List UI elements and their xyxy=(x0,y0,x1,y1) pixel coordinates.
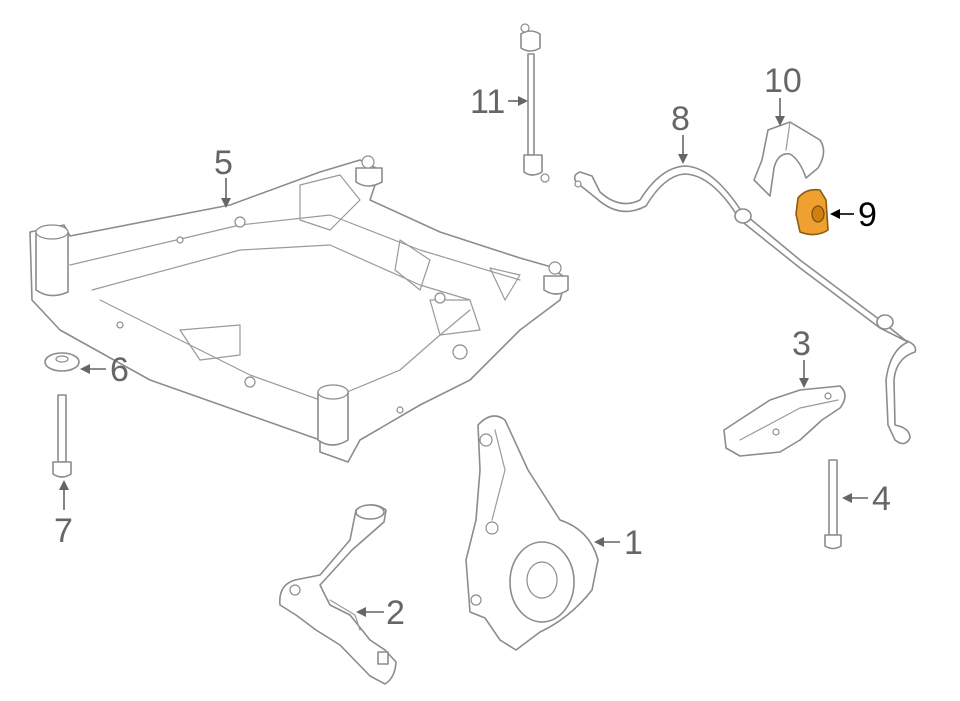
callout-leader-3 xyxy=(799,360,809,388)
callout-label-10[interactable]: 10 xyxy=(764,62,802,100)
callout-leader-4 xyxy=(842,493,868,503)
callout-leader-2 xyxy=(356,607,384,617)
subframe-part[interactable] xyxy=(29,155,569,463)
callout-label-9[interactable]: 9 xyxy=(858,196,877,234)
callout-label-5[interactable]: 5 xyxy=(214,144,233,182)
bushing-clamp-part[interactable] xyxy=(753,121,825,197)
callout-label-1[interactable]: 1 xyxy=(624,524,643,562)
long-bolt-part[interactable] xyxy=(52,394,72,478)
callout-label-11[interactable]: 11 xyxy=(470,83,505,121)
callout-leader-9 xyxy=(830,209,854,219)
callout-leader-10 xyxy=(775,98,785,126)
callout-leader-8 xyxy=(678,135,688,164)
bolt-part[interactable] xyxy=(824,459,842,550)
callout-leader-5 xyxy=(221,178,231,208)
lower-control-arm-part[interactable] xyxy=(278,504,397,685)
bushing-part[interactable] xyxy=(795,188,829,236)
callout-leader-1 xyxy=(594,537,620,547)
bracket-part[interactable] xyxy=(723,385,846,457)
callout-label-8[interactable]: 8 xyxy=(671,100,690,138)
stabilizer-link-part[interactable] xyxy=(520,23,550,183)
callout-label-2[interactable]: 2 xyxy=(386,594,405,632)
stabilizer-bar-part[interactable] xyxy=(573,165,917,445)
steering-knuckle-part[interactable] xyxy=(465,415,599,651)
callout-label-7[interactable]: 7 xyxy=(54,512,73,550)
callout-leader-6 xyxy=(80,364,106,374)
callout-leader-7 xyxy=(59,480,69,510)
callout-label-6[interactable]: 6 xyxy=(110,351,129,389)
washer-part[interactable] xyxy=(44,352,80,372)
callout-label-3[interactable]: 3 xyxy=(792,325,811,363)
callout-leader-11 xyxy=(508,96,528,106)
callout-label-4[interactable]: 4 xyxy=(872,480,891,518)
